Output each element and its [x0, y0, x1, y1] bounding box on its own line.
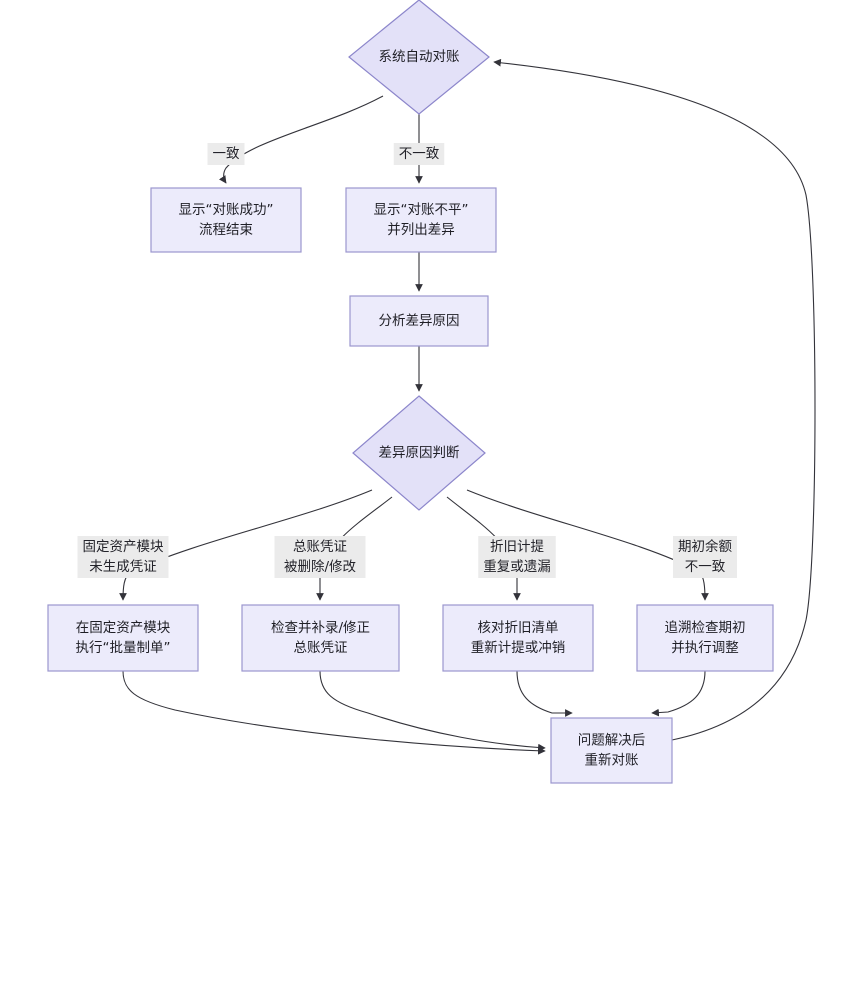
- flow-edge: [466, 489, 709, 601]
- flow-edge: [218, 95, 384, 184]
- flow-edge: [319, 670, 546, 752]
- flow-node[interactable]: 核对折旧清单重新计提或冲销: [442, 604, 594, 672]
- process-shape: [47, 604, 199, 672]
- node-label: 显示“对账成功”流程结束: [179, 202, 274, 238]
- flow-node[interactable]: 在固定资产模块执行“批量制单”: [47, 604, 199, 672]
- decision-shape: [352, 395, 486, 511]
- node-label: 分析差异原因: [379, 313, 460, 329]
- process-shape: [550, 717, 673, 784]
- process-shape: [349, 295, 489, 347]
- node-label: 核对折旧清单重新计提或冲销: [471, 620, 566, 656]
- edge-label-text: 总账凭证被删除/修改: [284, 539, 357, 575]
- flow-node[interactable]: 检查并补录/修正总账凭证: [241, 604, 400, 672]
- flow-node[interactable]: 差异原因判断: [352, 395, 486, 511]
- edge-label-bg: [274, 536, 366, 578]
- edge-layer: [119, 58, 816, 755]
- edge-label-text: 固定资产模块未生成凭证: [83, 539, 164, 575]
- node-label: 检查并补录/修正总账凭证: [271, 620, 370, 656]
- edge-label-text: 期初余额不一致: [678, 538, 732, 575]
- process-shape: [241, 604, 400, 672]
- flow-node[interactable]: 系统自动对账: [348, 0, 490, 115]
- edge-label-text: 不一致: [399, 146, 440, 162]
- flow-node[interactable]: 显示“对账不平”并列出差异: [345, 187, 497, 253]
- edge-label-bg: [393, 143, 445, 165]
- flow-edge: [119, 489, 373, 601]
- edge-label-bg: [673, 536, 737, 578]
- edge-label: 一致: [207, 143, 245, 165]
- edge-label: 折旧计提重复或遗漏: [478, 536, 556, 578]
- node-label: 追溯检查期初并执行调整: [665, 619, 746, 656]
- node-label: 显示“对账不平”并列出差异: [374, 202, 469, 238]
- edge-label: 不一致: [393, 143, 445, 165]
- edge-label-bg: [207, 143, 245, 165]
- flow-edge: [122, 670, 546, 755]
- edge-label-bg: [77, 536, 169, 578]
- edge-label: 总账凭证被删除/修改: [274, 536, 366, 578]
- edge-label: 期初余额不一致: [673, 536, 737, 578]
- edge-label-text: 折旧计提重复或遗漏: [483, 539, 551, 575]
- process-shape: [150, 187, 302, 253]
- edge-label-text: 一致: [213, 146, 240, 162]
- decision-shape: [348, 0, 490, 115]
- node-label: 系统自动对账: [379, 49, 460, 65]
- node-label: 在固定资产模块执行“批量制单”: [76, 620, 171, 656]
- flow-node[interactable]: 显示“对账成功”流程结束: [150, 187, 302, 253]
- flow-edge: [516, 670, 573, 717]
- edge-label: 固定资产模块未生成凭证: [77, 536, 169, 578]
- process-shape: [636, 604, 774, 672]
- process-shape: [442, 604, 594, 672]
- flow-edge: [651, 670, 706, 717]
- process-shape: [345, 187, 497, 253]
- flow-node[interactable]: 问题解决后重新对账: [550, 717, 673, 784]
- node-label: 差异原因判断: [379, 445, 460, 461]
- node-label: 问题解决后重新对账: [578, 733, 646, 769]
- flow-node[interactable]: 分析差异原因: [349, 295, 489, 347]
- flow-node[interactable]: 追溯检查期初并执行调整: [636, 604, 774, 672]
- edge-label-bg: [478, 536, 556, 578]
- flow-edge: [493, 58, 816, 741]
